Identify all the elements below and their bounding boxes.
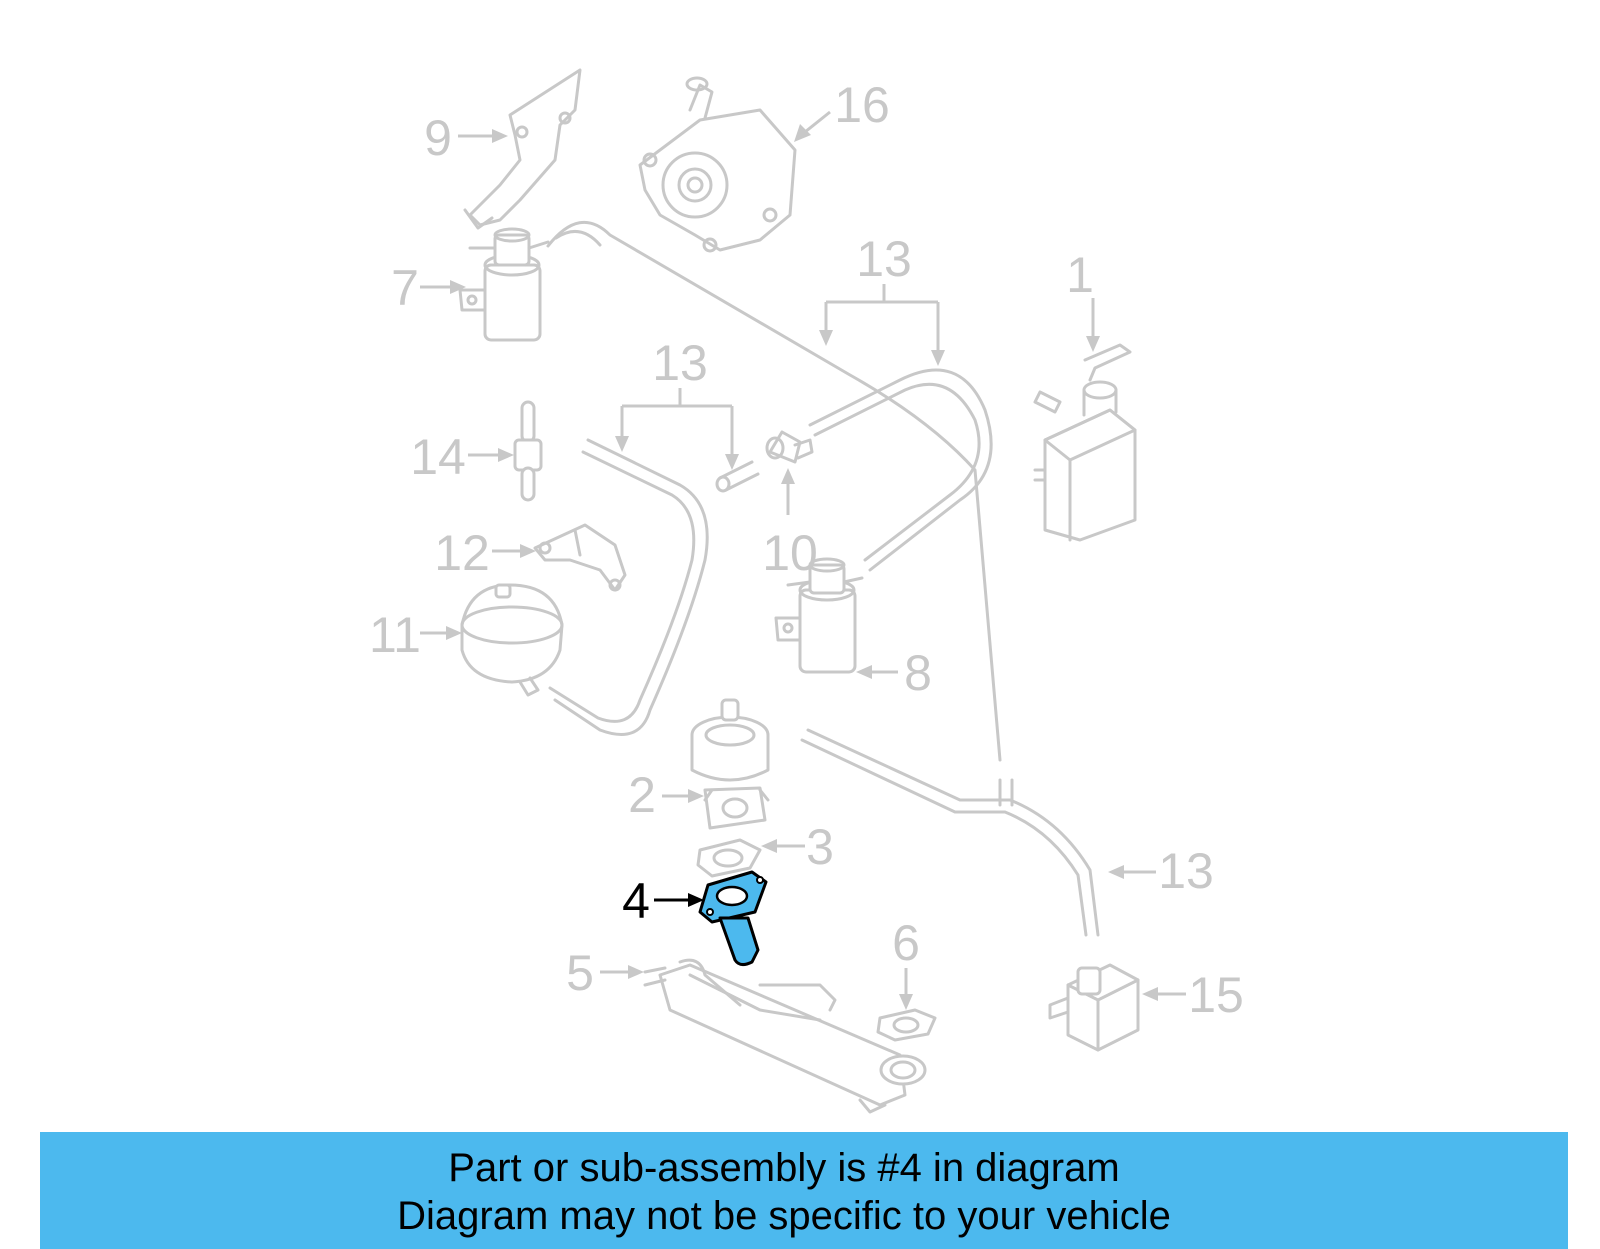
leader-14 (468, 448, 514, 462)
part-7-valve (458, 227, 550, 342)
callout-1: 1 (1066, 247, 1094, 303)
banner-line-2: Diagram may not be specific to your vehi… (397, 1194, 1171, 1238)
leader-3 (761, 839, 805, 853)
callout-4: 4 (622, 873, 650, 929)
callout-16: 16 (834, 77, 890, 133)
leader-4 (654, 893, 704, 907)
callout-6: 6 (892, 915, 920, 971)
leader-2 (662, 789, 704, 803)
hose-13-loop (808, 368, 993, 572)
part-6-gasket (876, 1008, 937, 1042)
callout-3: 3 (806, 819, 834, 875)
callout-2: 2 (628, 767, 656, 823)
part-8-valve (774, 557, 864, 674)
callout-14: 14 (410, 429, 466, 485)
callout-7: 7 (391, 260, 419, 316)
part-14-valve (513, 400, 543, 502)
leader-11 (420, 626, 462, 640)
part-9-bracket (463, 68, 582, 230)
callout-9: 9 (424, 110, 452, 166)
callout-15: 15 (1188, 967, 1244, 1023)
part-5-cooler (643, 958, 927, 1114)
leader-1 (1086, 298, 1100, 352)
part-12-bracket (533, 523, 627, 592)
callout-5: 5 (566, 945, 594, 1001)
callout-8: 8 (904, 645, 932, 701)
part-1-canister (1033, 343, 1137, 542)
parts-diagram: 1 2 3 4 5 6 7 8 9 (369, 68, 1244, 1114)
leader-15 (1142, 987, 1186, 1001)
hose-13-lower (800, 728, 1100, 937)
part-2-egr-valve (690, 698, 770, 830)
hose-13-left (548, 438, 709, 736)
leader-13-lower (1108, 865, 1156, 879)
info-banner: Part or sub-assembly is #4 in diagram Di… (40, 1132, 1568, 1249)
leader-13-top (819, 284, 945, 366)
hose-13-long (546, 220, 1002, 762)
tube-short (715, 460, 760, 493)
leader-12 (492, 544, 536, 558)
callout-13-middle: 13 (652, 335, 708, 391)
leader-6 (899, 968, 913, 1010)
leader-10 (781, 468, 795, 515)
leader-9 (458, 129, 508, 143)
part-16-pump (638, 76, 797, 253)
leader-16 (794, 110, 831, 142)
callout-13-lower: 13 (1158, 843, 1214, 899)
part-10-connector (765, 430, 814, 464)
leader-5 (600, 965, 644, 979)
banner-line-1: Part or sub-assembly is #4 in diagram (448, 1146, 1120, 1190)
leader-13-middle (615, 388, 739, 470)
leader-7 (420, 280, 466, 294)
part-11-reservoir (460, 583, 564, 697)
callout-13-top: 13 (856, 231, 912, 287)
part-15-solenoid (1048, 963, 1140, 1052)
part-3-gasket (696, 838, 762, 878)
part-4-pipe (698, 870, 768, 967)
callout-11: 11 (369, 607, 421, 663)
callout-10: 10 (762, 525, 818, 581)
callout-12: 12 (434, 525, 490, 581)
leader-8 (856, 665, 898, 679)
